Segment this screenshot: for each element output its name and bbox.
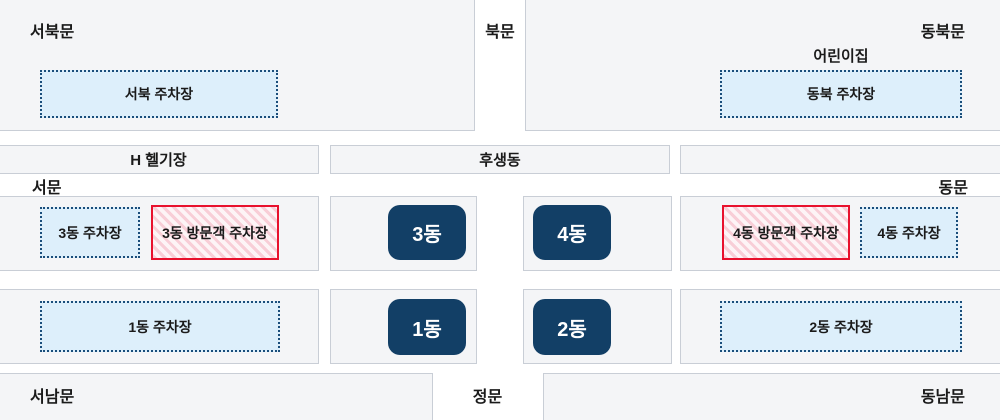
building-1: 1동 (388, 299, 466, 355)
southeast-block (543, 373, 1000, 420)
gate-label-northeast: 동북문 (920, 24, 965, 41)
building-4: 4동 (533, 205, 611, 260)
parking-lot-bldg2: 2동 주차장 (720, 301, 962, 352)
east-block (680, 145, 1000, 174)
southwest-block (0, 373, 433, 420)
gate-label-main: 정문 (472, 389, 503, 406)
gate-label-northwest: 서북문 (30, 24, 75, 41)
parking-lot-bldg1: 1동 주차장 (40, 301, 280, 352)
gate-label-north: 북문 (485, 24, 515, 41)
parking-lot-northwest: 서북 주차장 (40, 70, 278, 118)
gate-label-west: 서문 (32, 180, 62, 197)
parking-lot-northeast: 동북 주차장 (720, 70, 962, 118)
parking-lot-bldg4: 4동 주차장 (860, 207, 958, 258)
visitor-parking-lot-bldg4: 4동 방문객 주차장 (722, 205, 850, 260)
helipad-area: H 헬기장 (0, 145, 319, 174)
gate-label-southwest: 서남문 (30, 389, 75, 406)
daycare-label: 어린이집 (813, 48, 869, 65)
gate-label-southeast: 동남문 (920, 389, 965, 406)
welfare-building-area: 후생동 (330, 145, 670, 174)
parking-lot-bldg3: 3동 주차장 (40, 207, 140, 258)
building-3: 3동 (388, 205, 466, 260)
visitor-parking-lot-bldg3: 3동 방문객 주차장 (151, 205, 279, 260)
building-2: 2동 (533, 299, 611, 355)
gate-label-east: 동문 (938, 180, 968, 197)
